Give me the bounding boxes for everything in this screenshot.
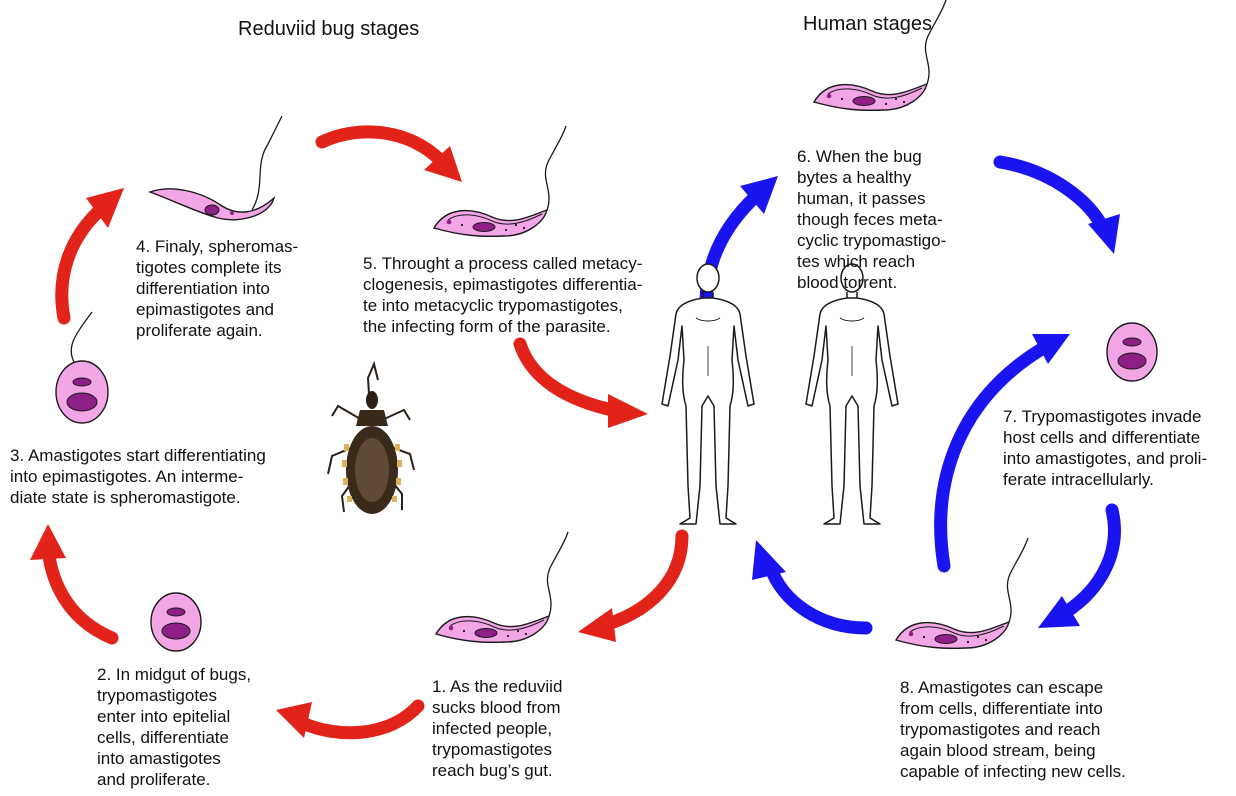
step-6-text: 6. When the bug bytes a healthy human, i…: [797, 146, 946, 293]
bug-stages-header: Reduviid bug stages: [238, 17, 419, 41]
step-3-text: 3. Amastigotes start differentiating int…: [10, 445, 266, 508]
trypanosome-icon-step-1: [436, 532, 568, 642]
step-7-text: 7. Trypomastigotes invade host cells and…: [1003, 406, 1207, 490]
reduviid-bug-icon: [328, 364, 414, 514]
step-2-text: 2. In midgut of bugs, trypomastigotes en…: [97, 664, 251, 790]
human-figure-icon-front: [662, 264, 754, 524]
spheromastigote-icon-step-3: [56, 312, 108, 423]
arrow-2-to-3: [30, 524, 112, 638]
arrow-6-to-7: [1000, 162, 1120, 254]
arrow-1-to-2: [276, 702, 418, 738]
step-4-text: 4. Finaly, spheromas- tigotes complete i…: [136, 236, 298, 341]
arrow-8-to-human: [752, 540, 866, 628]
step-8-text: 8. Amastigotes can escape from cells, di…: [900, 677, 1126, 782]
amastigote-cell-icon-step-2: [151, 593, 201, 651]
human-figure-icon-back: [806, 264, 898, 524]
arrow-5-to-human: [520, 344, 648, 428]
step-5-text: 5. Throught a process called metacy- clo…: [363, 253, 642, 337]
arrow-3-to-4: [62, 188, 124, 318]
arrow-7-to-8: [1038, 510, 1114, 628]
arrow-human-to-1: [578, 536, 682, 642]
bug-cycle-arrows: [30, 132, 682, 738]
trypanosome-icon-step-5: [434, 126, 566, 236]
human-stages-header: Human stages: [803, 12, 932, 36]
amastigote-cell-icon-step-7: [1107, 323, 1157, 381]
step-1-text: 1. As the reduviid sucks blood from infe…: [432, 676, 562, 781]
epimastigote-icon-step-4: [150, 116, 282, 220]
arrow-4-to-5: [322, 132, 462, 182]
trypanosome-icon-step-8: [896, 538, 1028, 648]
